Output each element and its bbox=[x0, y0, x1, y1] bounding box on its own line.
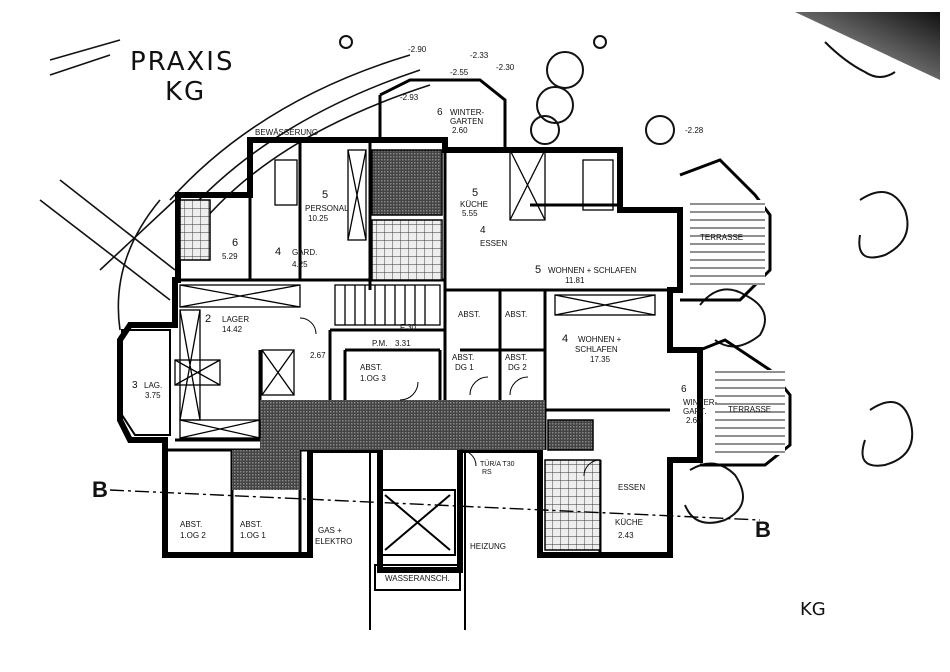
room-flur-area: 2.67 bbox=[310, 351, 326, 360]
cabinets bbox=[174, 149, 656, 439]
room-wc-num: 6 bbox=[232, 237, 238, 249]
room-f30: F 30 bbox=[400, 323, 417, 332]
room-abst-1og2-name: ABST. bbox=[180, 520, 202, 529]
level-right: -2.28 bbox=[685, 126, 704, 135]
door-swings bbox=[299, 317, 601, 477]
terrace-top bbox=[690, 200, 765, 285]
site-arcs bbox=[39, 39, 431, 331]
room-lag3-area: 3.75 bbox=[145, 391, 161, 400]
title-praxis: PRAXIS bbox=[130, 47, 234, 77]
room-personal-area: 10.25 bbox=[308, 214, 329, 223]
title-kg: KG bbox=[165, 77, 206, 107]
room-wintergarten-top-name2: GARTEN bbox=[450, 117, 483, 126]
room-abst-1og2-name2: 1.OG 2 bbox=[180, 531, 206, 540]
terrace-right bbox=[715, 370, 785, 455]
room-wintergarten-right-area: 2.60 bbox=[686, 416, 702, 425]
copy-corner-shadow bbox=[795, 12, 940, 80]
room-wintergarten-top-area: 2.60 bbox=[452, 126, 468, 135]
room-wohnen-top-area: 11.81 bbox=[565, 276, 585, 285]
entrance-block bbox=[369, 450, 466, 630]
room-kueche-right-area: 2.43 bbox=[618, 531, 634, 540]
room-pm-area: 3.31 bbox=[395, 339, 411, 348]
room-bewaesserung: BEWÄSSERUNG bbox=[255, 128, 318, 137]
section-mark-left: B bbox=[92, 477, 108, 502]
level-top3: -2.30 bbox=[496, 63, 515, 72]
room-gas-elektro-name2: ELEKTRO bbox=[315, 537, 352, 546]
room-gard-num: 4 bbox=[275, 246, 281, 258]
room-essen-right: ESSEN bbox=[618, 483, 645, 492]
room-wasseranschl: WASSERANSCH. bbox=[385, 574, 450, 583]
room-lag3-name: LAG. bbox=[144, 381, 162, 390]
door-t30-name: TÜR/A T30 bbox=[480, 460, 515, 468]
room-abst-top2: ABST. bbox=[505, 310, 527, 319]
room-pm-name: P.M. bbox=[372, 339, 387, 348]
room-abst-1og3-name: ABST. bbox=[360, 363, 382, 372]
room-abst-dg2-name: ABST. bbox=[505, 353, 527, 362]
tiled-areas bbox=[179, 149, 601, 551]
room-wohnen-mid-name2: SCHLAFEN bbox=[575, 345, 618, 354]
room-wintergarten-top-name: WINTER- bbox=[450, 108, 485, 117]
room-lager-name: LAGER bbox=[222, 315, 249, 324]
room-abst-1og1-name2: 1.OG 1 bbox=[240, 531, 266, 540]
level-top1: -2.90 bbox=[408, 45, 427, 54]
corner-note: KG bbox=[800, 599, 826, 620]
room-wohnen-mid-num: 4 bbox=[562, 333, 568, 345]
room-wohnen-top-name: WOHNEN + SCHLAFEN bbox=[548, 266, 636, 275]
room-abst-dg1-name2: DG 1 bbox=[455, 363, 474, 372]
room-wintergarten-top-num: 6 bbox=[437, 107, 443, 118]
room-essen-name: ESSEN bbox=[480, 239, 507, 248]
room-abst-1og1-name: ABST. bbox=[240, 520, 262, 529]
room-gas-elektro-name: GAS + bbox=[318, 526, 342, 535]
room-wintergarten-right-name2: GART. bbox=[683, 407, 706, 416]
room-lager-num: 2 bbox=[205, 313, 211, 325]
room-abst-dg2-name2: DG 2 bbox=[508, 363, 527, 372]
section-line bbox=[109, 489, 761, 521]
level-top4: -2.33 bbox=[470, 51, 489, 60]
room-personal-num: 5 bbox=[322, 189, 328, 201]
room-kueche-top-area: 5.55 bbox=[462, 209, 478, 218]
bay-left bbox=[121, 329, 171, 436]
level-marks: -2.90 -2.55 -2.30 -2.33 -2.28 -2.93 bbox=[400, 45, 704, 135]
room-abst-1og3-name2: 1.OG 3 bbox=[360, 374, 386, 383]
room-abst-dg1-name: ABST. bbox=[452, 353, 474, 362]
section-mark-right: B bbox=[755, 517, 771, 542]
level-top2: -2.55 bbox=[450, 68, 469, 77]
room-lag3-num: 3 bbox=[132, 380, 138, 391]
room-wc-area: 5.29 bbox=[222, 252, 238, 261]
room-wohnen-mid-area: 17.35 bbox=[590, 355, 611, 364]
room-wohnen-mid-name: WOHNEN + bbox=[578, 335, 622, 344]
room-wintergarten-right-num: 6 bbox=[681, 384, 687, 395]
room-gard-name: GARD. bbox=[292, 248, 317, 257]
room-abst-top1: ABST. bbox=[458, 310, 480, 319]
room-wohnen-top-num: 5 bbox=[535, 264, 541, 276]
room-kueche-right-name: KÜCHE bbox=[615, 518, 643, 527]
room-terrasse-right: TERRASSE bbox=[728, 405, 771, 414]
door-t30-note: RS bbox=[482, 469, 492, 476]
room-lager-area: 14.42 bbox=[222, 325, 243, 334]
room-kueche-top-num: 5 bbox=[472, 187, 478, 199]
room-personal-name: PERSONAL bbox=[305, 204, 349, 213]
level-wg: -2.93 bbox=[400, 93, 419, 102]
room-heizung: HEIZUNG bbox=[470, 542, 506, 551]
room-terrasse-top: TERRASSE bbox=[700, 233, 743, 242]
room-wintergarten-right-name: WINTER- bbox=[683, 398, 718, 407]
room-essen-num: 4 bbox=[480, 225, 486, 236]
room-kueche-top-name: KÜCHE bbox=[460, 200, 488, 209]
room-gard-area: 4.25 bbox=[292, 260, 308, 269]
bay-outlines bbox=[378, 78, 792, 467]
